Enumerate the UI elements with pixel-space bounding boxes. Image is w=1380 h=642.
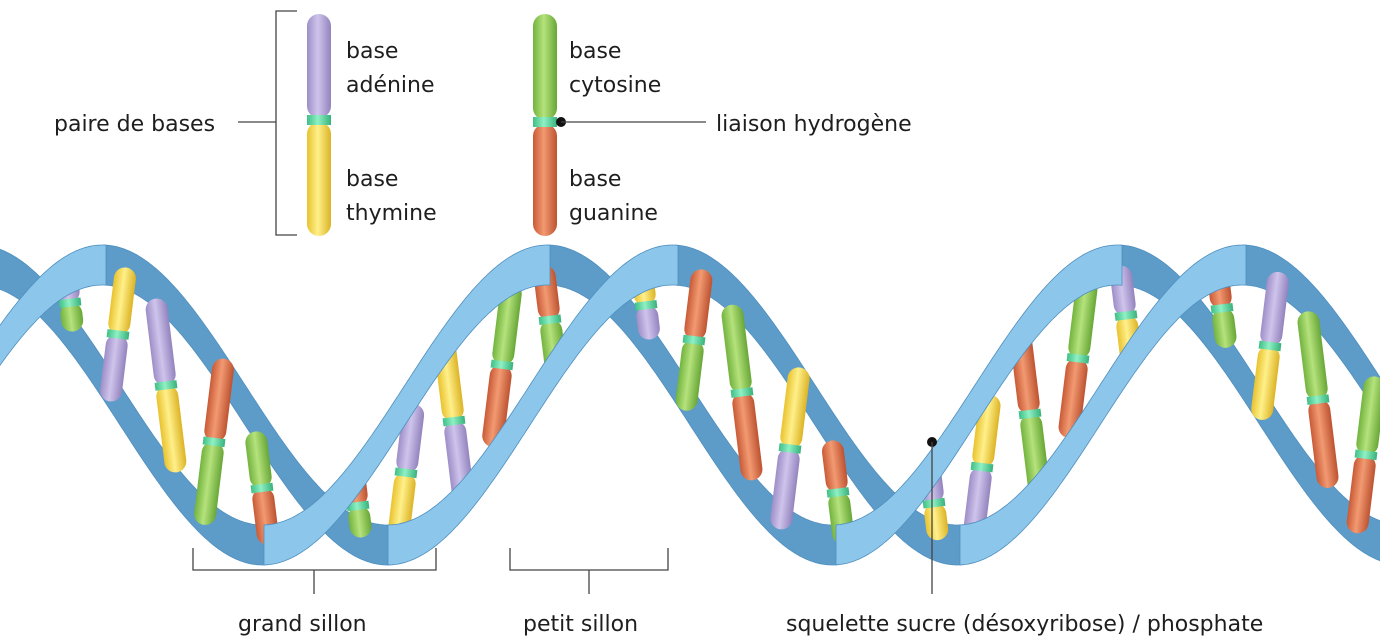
thymine-label: thymine	[346, 201, 437, 226]
minor-groove-label: petit sillon	[523, 612, 638, 637]
guanine-label: guanine	[569, 201, 658, 226]
guanine-base-word: base	[569, 167, 621, 192]
major-groove-label: grand sillon	[238, 612, 367, 637]
adenine-bar	[307, 14, 331, 118]
thymine-base-word: base	[346, 167, 398, 192]
backbone-label: squelette sucre (désoxyribose) / phospha…	[786, 612, 1263, 637]
pair-bracket	[276, 11, 297, 235]
base-pair	[193, 357, 235, 526]
base-bar	[1355, 375, 1380, 456]
backbone-segment	[960, 245, 1246, 565]
base-pair	[1250, 271, 1290, 422]
base-pair	[99, 266, 137, 403]
hydrogen-bond-label: liaison hydrogène	[716, 112, 912, 137]
thymine-bar	[307, 122, 331, 236]
hydrogen-bond-band	[307, 115, 331, 125]
guanine-bar	[533, 124, 557, 236]
base-pair	[674, 268, 713, 412]
cytosine-bar	[533, 14, 557, 120]
pair-label: paire de bases	[54, 112, 215, 137]
base-pair	[1345, 375, 1380, 534]
backbone-segment	[104, 245, 390, 565]
minor-groove-bracket	[510, 548, 668, 594]
cytosine-label: cytosine	[569, 73, 661, 98]
base-pair	[769, 366, 811, 530]
adenine-label: adénine	[346, 73, 435, 98]
cytosine-base-word: base	[569, 39, 621, 64]
legend-pair-at	[238, 11, 331, 236]
backbone-segment	[388, 245, 678, 565]
backbone-segment	[676, 245, 962, 565]
backbone-segment	[1120, 245, 1380, 565]
hydrogen-bond-band-cg	[533, 117, 557, 127]
adenine-base-word: base	[346, 39, 398, 64]
